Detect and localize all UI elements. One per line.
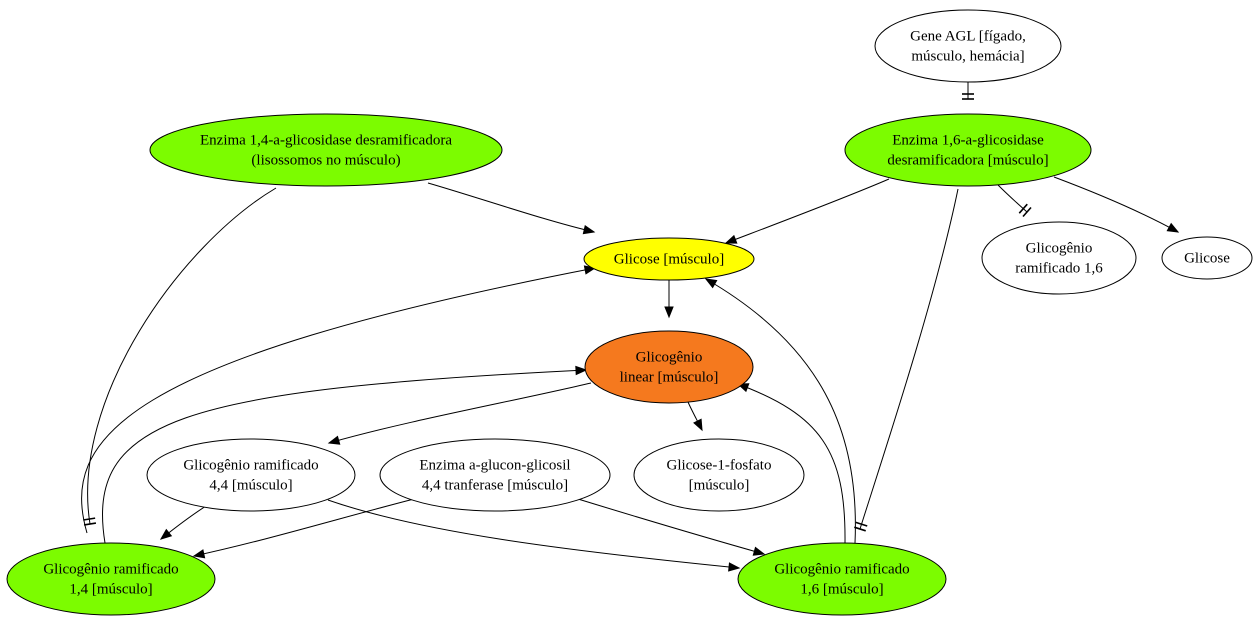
edge-line bbox=[87, 187, 277, 525]
arrowhead bbox=[582, 224, 596, 235]
inhibition-bar bbox=[855, 521, 868, 527]
node-gene-agl: Gene AGL [fígado, músculo, hemácia] bbox=[874, 9, 1062, 83]
arrowhead bbox=[693, 418, 703, 432]
edge-line bbox=[577, 498, 765, 555]
node-ellipse bbox=[149, 113, 503, 187]
node-ellipse bbox=[844, 113, 1092, 187]
node-label-line: 1,4 [músculo] bbox=[69, 581, 152, 597]
node-ellipse bbox=[379, 438, 611, 512]
arrowhead bbox=[1166, 222, 1180, 233]
node-ellipse bbox=[1161, 236, 1253, 280]
node-glicose-1-fosfato: Glicose-1-fosfato [músculo] bbox=[633, 438, 805, 512]
edge-gene-agl-to-enzima-16 bbox=[962, 82, 974, 100]
inhibition-bar bbox=[1022, 206, 1032, 218]
node-glicogenio-ramificado-16: Glicogênio ramificado 1,6 [músculo] bbox=[737, 542, 947, 616]
edge-line bbox=[102, 369, 587, 544]
node-label-line: Glicogênio bbox=[636, 349, 703, 365]
arrowhead bbox=[664, 306, 674, 319]
arrowhead bbox=[327, 435, 341, 445]
node-enzima-14: Enzima 1,4-a-glicosidase desramificadora… bbox=[149, 113, 503, 187]
edge-enzima-glucon-to-glicogenio-ramificado-14 bbox=[192, 498, 415, 559]
arrowhead bbox=[575, 365, 588, 376]
edge-line bbox=[705, 278, 856, 544]
edge-glicogenio-ramificado-14-to-glicogenio-linear bbox=[102, 365, 588, 544]
node-ellipse bbox=[584, 330, 754, 404]
arrowhead bbox=[704, 278, 718, 289]
nodes-layer: Gene AGL [fígado, músculo, hemácia] Enzima… bbox=[6, 9, 1253, 616]
node-glicogenio-linear: Glicogênio linear [músculo] bbox=[584, 330, 754, 404]
edge-enzima-14-to-glicogenio-ramificado-14 bbox=[83, 187, 277, 526]
node-label-line: ramificado 1,6 bbox=[1015, 260, 1103, 276]
node-label-line: Enzima a-glucon-glicosil bbox=[419, 457, 570, 473]
edge-enzima-14-to-glicose-musculo bbox=[427, 182, 596, 235]
node-enzima-16: Enzima 1,6-a-glicosidase desramificadora … bbox=[844, 113, 1092, 187]
arrowhead bbox=[728, 562, 741, 572]
node-glicogenio-ramificado-16-plain: Glicogênio ramificado 1,6 bbox=[981, 221, 1137, 295]
edge-enzima-glucon-to-glicogenio-ramificado-16 bbox=[577, 498, 766, 556]
node-glicogenio-ramificado-14: Glicogênio ramificado 1,4 [músculo] bbox=[6, 542, 216, 616]
node-ellipse bbox=[981, 221, 1137, 295]
edge-line bbox=[1053, 176, 1179, 233]
arrowhead bbox=[724, 234, 738, 244]
edge-line bbox=[193, 498, 415, 557]
node-label-line: linear [músculo] bbox=[620, 369, 719, 385]
node-ellipse bbox=[583, 237, 755, 281]
node-label-line: 4,4 tranferase [músculo] bbox=[422, 477, 568, 493]
inhibition-bar bbox=[83, 517, 96, 521]
edge-line bbox=[737, 383, 846, 544]
arrowhead bbox=[752, 546, 766, 556]
node-label-line: [músculo] bbox=[689, 477, 750, 493]
edge-line bbox=[997, 184, 1028, 213]
node-glicogenio-ramificado-44: Glicogênio ramificado 4,4 [músculo] bbox=[146, 438, 356, 512]
arrowhead bbox=[159, 528, 173, 540]
edge-enzima-16-to-glicogenio-ramificado-16 bbox=[854, 188, 959, 532]
node-label-line: 1,6 [músculo] bbox=[800, 581, 883, 597]
edge-glicose-musculo-to-glicogenio-linear bbox=[664, 280, 674, 319]
edge-glicogenio-linear-to-glicogenio-ramificado-44 bbox=[327, 382, 592, 445]
node-ellipse bbox=[874, 9, 1062, 83]
node-glicose: Glicose bbox=[1161, 236, 1253, 280]
node-label-line: 4,4 [músculo] bbox=[209, 477, 292, 493]
node-label-line: Enzima 1,6-a-glicosidase bbox=[892, 132, 1044, 148]
edge-line bbox=[328, 382, 592, 444]
edge-line bbox=[725, 178, 890, 244]
node-label-line: Glicogênio ramificado bbox=[774, 561, 909, 577]
node-label-line: Gene AGL [fígado, bbox=[910, 28, 1026, 44]
node-label-line: Glicose [músculo] bbox=[614, 251, 724, 267]
node-label-line: desramificadora [músculo] bbox=[887, 152, 1048, 168]
edge-enzima-16-to-glicose bbox=[1053, 176, 1180, 233]
node-ellipse bbox=[737, 542, 947, 616]
node-ellipse bbox=[6, 542, 216, 616]
node-glicose-musculo: Glicose [músculo] bbox=[583, 237, 755, 281]
node-label-line: Enzima 1,4-a-glicosidase desramificadora bbox=[200, 132, 452, 148]
edge-glicogenio-ramificado-16-to-glicose-musculo bbox=[704, 278, 856, 544]
edge-enzima-16-to-glicose-musculo bbox=[724, 178, 890, 244]
node-ellipse bbox=[146, 438, 356, 512]
edge-line bbox=[859, 188, 959, 530]
node-enzima-glucon: Enzima a-glucon-glicosil 4,4 tranferase [… bbox=[379, 438, 611, 512]
inhibition-bar bbox=[1018, 203, 1028, 214]
node-label-line: Glicogênio ramificado bbox=[183, 457, 318, 473]
edge-glicogenio-ramificado-44-to-glicogenio-ramificado-14 bbox=[159, 505, 207, 540]
edge-enzima-16-to-glicogenio-ramificado-16-plain bbox=[997, 184, 1032, 218]
edge-glicogenio-ramificado-44-to-glicogenio-ramificado-16 bbox=[327, 499, 741, 572]
node-label-line: Glicose-1-fosfato bbox=[667, 457, 772, 473]
edge-line bbox=[327, 499, 740, 569]
arrowhead bbox=[192, 549, 206, 559]
edge-glicogenio-linear-to-glicose-1-fosfato bbox=[687, 401, 703, 432]
node-label-line: Glicogênio ramificado bbox=[43, 561, 178, 577]
edges-layer bbox=[81, 82, 1180, 572]
edge-line bbox=[427, 182, 595, 233]
node-label-line: (lisossomos no músculo) bbox=[251, 152, 400, 168]
node-ellipse bbox=[633, 438, 805, 512]
node-label-line: músculo, hemácia] bbox=[911, 48, 1024, 64]
inhibition-bar bbox=[83, 522, 97, 526]
node-label-line: Glicogênio bbox=[1026, 240, 1093, 256]
edge-line bbox=[81, 267, 596, 534]
inhibition-bar bbox=[854, 526, 866, 532]
node-label-line: Glicose bbox=[1184, 250, 1230, 266]
